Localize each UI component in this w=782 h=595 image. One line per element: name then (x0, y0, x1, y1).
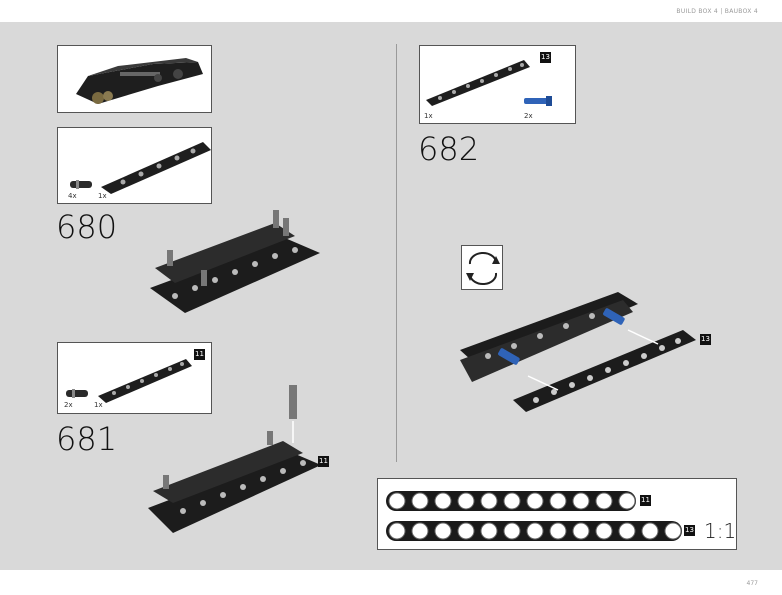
step-number-681: 681 (56, 420, 118, 458)
qty-axle-682: 2x (524, 112, 533, 120)
beam-part-image-682 (426, 60, 530, 106)
qty-beam-681: 1x (94, 401, 103, 409)
previous-assembly-image (76, 58, 203, 104)
beam-length-badge-682: 13 (540, 52, 551, 63)
parts-panel-681: 11 2x 1x (57, 342, 212, 414)
qty-connector-681: 2x (64, 401, 73, 409)
qty-beam-682: 1x (424, 112, 433, 120)
parts-panel-682: 13 1x 2x (419, 45, 576, 124)
beam-13-ruler (386, 521, 682, 541)
assembly-image-680 (150, 210, 320, 313)
previous-assembly-panel (57, 45, 212, 113)
step-number-682: 682 (418, 130, 480, 168)
callout-length-badge-681: 11 (318, 456, 329, 467)
page-header: BUILD BOX 4 | BAUBOX 4 (676, 8, 758, 15)
connector-part-image-681 (66, 389, 88, 398)
qty-beam-680: 1x (98, 192, 107, 200)
beam-part-image-681 (98, 359, 192, 403)
axle-pin-image (524, 96, 552, 106)
beam-part-image (101, 142, 211, 194)
column-divider (396, 44, 397, 462)
beam-length-badge-681: 11 (194, 349, 205, 360)
ruler-13-badge: 13 (684, 525, 695, 536)
beam-ruler-panel: 11 13 1:1 (377, 478, 737, 550)
rotate-icon (466, 252, 500, 285)
parts-panel-680: 4x 1x (57, 127, 212, 204)
page-number: 477 (746, 580, 758, 587)
connector-part-image (70, 180, 92, 189)
scale-label: 1:1 (704, 519, 737, 543)
step-number-680: 680 (56, 208, 118, 246)
qty-connector-680: 4x (68, 192, 77, 200)
rotate-model-box (461, 245, 503, 290)
callout-length-badge-682: 13 (700, 334, 711, 345)
ruler-11-badge: 11 (640, 495, 651, 506)
beam-11-ruler (386, 491, 636, 511)
assembly-image-681 (148, 385, 321, 533)
assembly-image-682 (460, 292, 696, 412)
